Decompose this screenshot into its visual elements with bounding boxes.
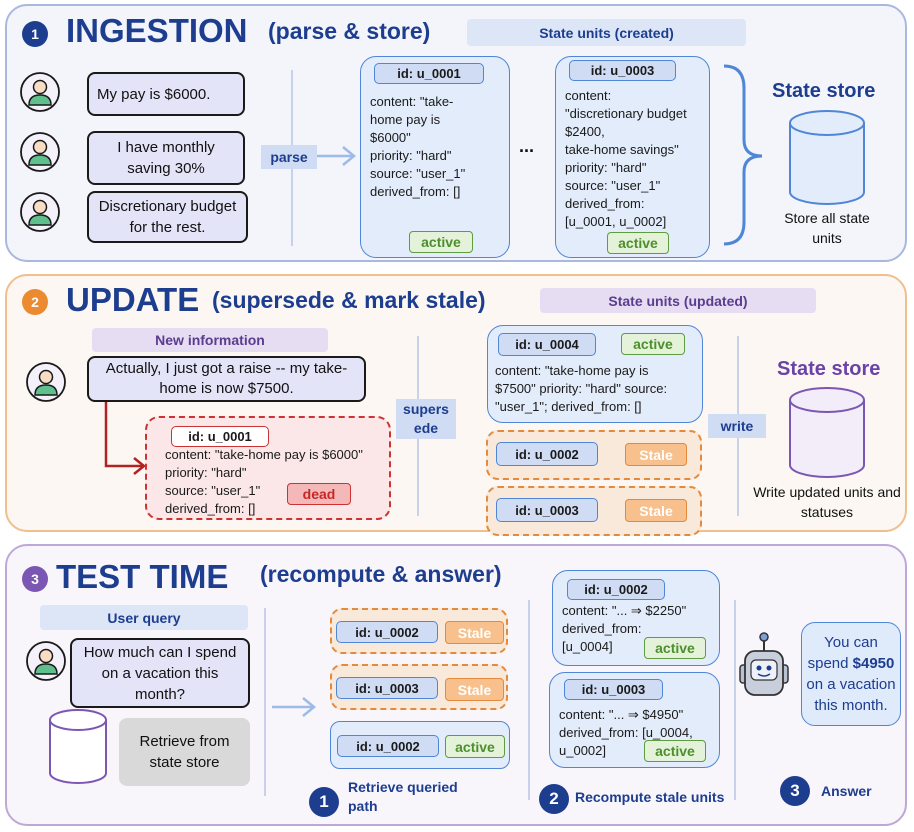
parse-label: parse	[261, 145, 317, 169]
store-subtitle: Write updated units and statuses	[753, 484, 901, 520]
status-badge: Stale	[625, 499, 687, 522]
unit-id: id: u_0002	[336, 621, 438, 643]
unit-content: content: "take-home pay is $7500" priori…	[495, 363, 668, 414]
units-header: State units (updated)	[540, 288, 816, 313]
store-subtitle: Store all state units	[784, 210, 870, 246]
state-unit-card: id: u_0003 content: "... ⇒ $4950" derive…	[549, 672, 720, 768]
answer-amount: $4950	[852, 655, 895, 672]
state-unit-card: id: u_0002 active	[330, 721, 510, 769]
status-badge: active	[621, 333, 685, 355]
units-header: State units (created)	[467, 19, 746, 46]
step-label: Retrieve queried path	[348, 779, 458, 814]
database-cylinder-icon	[789, 110, 865, 205]
step-label: Recompute stale units	[575, 789, 725, 805]
state-unit-card: id: u_0002 content: "... ⇒ $2250" derive…	[552, 570, 720, 666]
user-avatar-icon	[26, 362, 66, 402]
answer-bubble: You can spend $4950 on a vacation this m…	[801, 622, 901, 726]
user-avatar-icon	[26, 641, 66, 681]
step-number-badge: 1	[22, 21, 48, 47]
state-unit-card: id: u_0001 content: "take- home pay is $…	[360, 56, 510, 258]
unit-content: content: "take- home pay is $6000" prior…	[370, 94, 466, 199]
new-information-header: New information	[92, 328, 328, 352]
database-cylinder-icon	[49, 709, 107, 784]
user-avatar-icon	[20, 72, 60, 112]
unit-id: id: u_0003	[569, 60, 676, 81]
step-number-badge: 2	[539, 784, 569, 814]
status-badge: active	[607, 232, 669, 254]
unit-content: content: "discretionary budget $2400, ta…	[565, 88, 687, 229]
supersede-label: supers ede	[396, 399, 456, 439]
robot-icon	[739, 632, 789, 696]
status-badge: active	[644, 740, 706, 762]
unit-id: id: u_0003	[564, 679, 663, 700]
write-label: write	[708, 414, 766, 438]
dead-unit-card: id: u_0001 content: "take-home pay is $6…	[145, 416, 391, 520]
section-subtitle: (supersede & mark stale)	[212, 287, 486, 313]
status-badge: active	[409, 231, 473, 253]
chat-bubble: I have monthly saving 30%	[87, 131, 245, 185]
section-title: INGESTION	[66, 12, 248, 49]
status-badge: Stale	[625, 443, 687, 466]
state-unit-card: id: u_0003 content: "discretionary budge…	[555, 56, 710, 258]
chat-bubble: Actually, I just got a raise -- my take-…	[87, 356, 366, 402]
step-number-badge: 3	[22, 566, 48, 592]
store-title: State store	[772, 80, 876, 102]
step-number-badge: 1	[309, 787, 339, 817]
store-title: State store	[777, 358, 881, 380]
user-query-header: User query	[40, 605, 248, 630]
stale-unit-card: id: u_0003 Stale	[486, 486, 702, 536]
retrieve-box: Retrieve from state store	[119, 718, 250, 786]
section-title: UPDATE	[66, 281, 200, 318]
section-title: TEST TIME	[56, 558, 229, 595]
bracket-icon	[723, 64, 763, 246]
unit-id: id: u_0002	[496, 442, 598, 466]
parse-arrow-icon	[312, 146, 356, 166]
unit-id: id: u_0003	[496, 498, 598, 522]
state-unit-card: id: u_0004 active content: "take-home pa…	[487, 325, 703, 423]
unit-content: content: "take-home pay is $6000" priori…	[165, 447, 363, 516]
ellipsis: ...	[519, 136, 535, 156]
retrieve-arrow-icon	[272, 697, 316, 717]
user-avatar-icon	[20, 192, 60, 232]
stale-unit-card: id: u_0002 Stale	[486, 430, 702, 480]
step-number-badge: 3	[780, 776, 810, 806]
chat-bubble: Discretionary budget for the rest.	[87, 191, 248, 243]
stale-unit-card: id: u_0002 Stale	[330, 608, 508, 654]
status-badge: dead	[287, 483, 351, 505]
answer-text: You can spend	[807, 634, 878, 672]
step-label: Answer	[821, 783, 872, 799]
chat-bubble: My pay is $6000.	[87, 72, 245, 116]
status-badge: Stale	[445, 678, 504, 701]
query-bubble: How much can I spend on a vacation this …	[70, 638, 250, 708]
user-avatar-icon	[20, 132, 60, 172]
dead-link-arrow-icon	[104, 402, 147, 475]
unit-id: id: u_0002	[337, 735, 439, 757]
unit-id: id: u_0004	[498, 333, 596, 356]
unit-id: id: u_0001	[374, 63, 484, 84]
status-badge: Stale	[445, 621, 504, 644]
unit-content: content: "... ⇒ $4950" derived_from: [u_…	[559, 707, 693, 758]
stale-unit-card: id: u_0003 Stale	[330, 664, 508, 710]
database-cylinder-icon	[789, 387, 865, 478]
unit-id: id: u_0001	[171, 426, 269, 447]
status-badge: active	[644, 637, 706, 659]
section-subtitle: (recompute & answer)	[260, 561, 502, 587]
section-subtitle: (parse & store)	[268, 18, 431, 44]
step-number-badge: 2	[22, 289, 48, 315]
answer-text: on a vacation this month.	[806, 676, 896, 714]
status-badge: active	[445, 735, 505, 758]
unit-id: id: u_0002	[567, 579, 665, 600]
unit-content: content: "... ⇒ $2250" derived_from: [u_…	[562, 603, 687, 654]
unit-id: id: u_0003	[336, 677, 438, 699]
